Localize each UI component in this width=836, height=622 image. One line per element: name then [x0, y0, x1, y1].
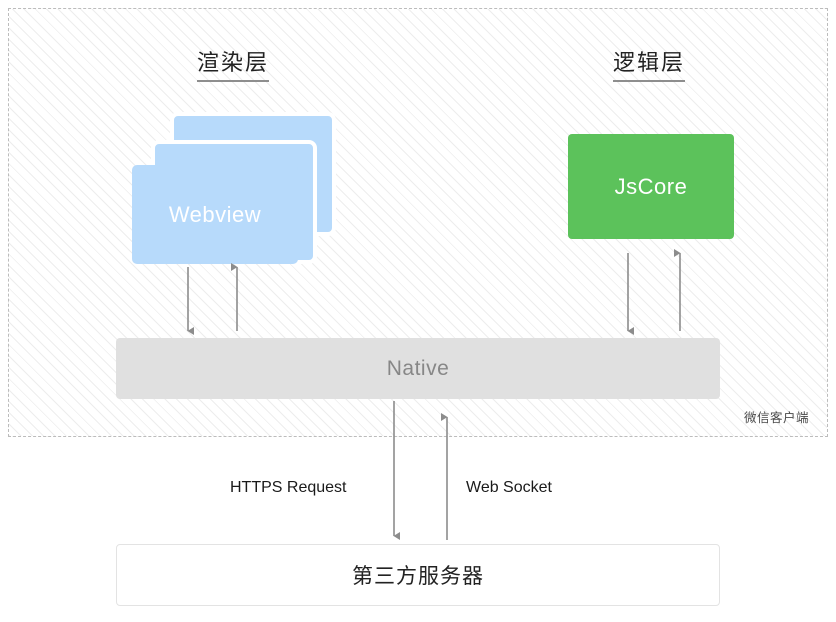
render-layer-title: 渲染层: [197, 45, 270, 82]
native-bar: Native: [116, 338, 720, 399]
webview-label: Webview: [168, 201, 262, 227]
wechat-client-label: 微信客户端: [743, 411, 809, 425]
jscore-label: JsCore: [614, 173, 688, 199]
third-party-server-label: 第三方服务器: [352, 565, 484, 588]
jscore-box: JsCore: [568, 134, 734, 239]
third-party-server-box: 第三方服务器: [116, 544, 720, 606]
logic-layer-title: 逻辑层: [613, 45, 686, 82]
web-socket-label: Web Socket: [466, 479, 552, 496]
native-label: Native: [386, 356, 450, 380]
webview-card-front: Webview: [132, 165, 298, 264]
https-request-label: HTTPS Request: [230, 479, 347, 496]
